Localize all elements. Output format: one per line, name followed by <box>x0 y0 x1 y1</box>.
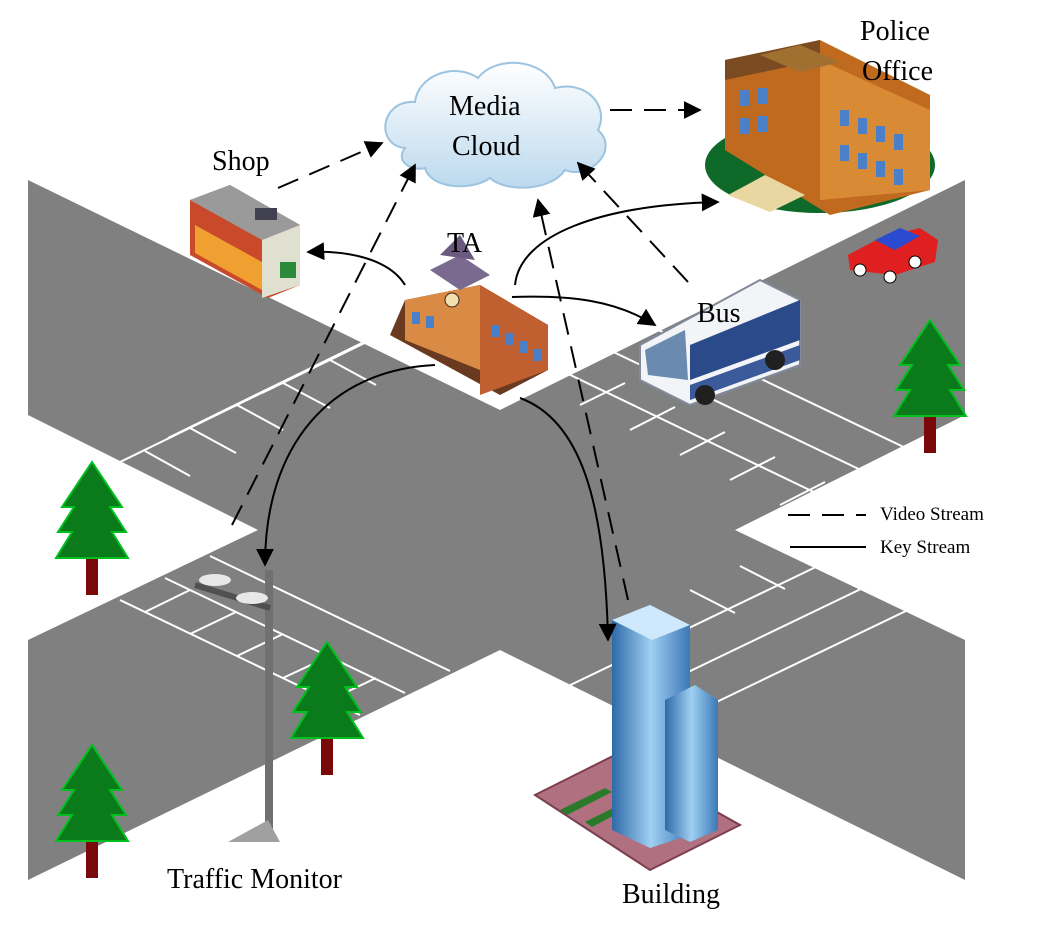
key-stream-ta-to-bus <box>511 295 657 326</box>
key-stream-arrows <box>256 193 720 642</box>
key-stream-ta-to-shop <box>306 242 406 286</box>
tree-icon <box>289 640 365 775</box>
legend: Video Stream Key Stream <box>788 504 984 558</box>
media-cloud-icon <box>384 61 607 189</box>
label-ta: TA <box>447 228 483 259</box>
police-office-icon <box>705 40 935 215</box>
tree-icon <box>54 460 130 595</box>
key-stream-ta-to-police <box>514 193 720 286</box>
label-media-cloud-1: Media <box>449 91 521 122</box>
label-bus: Bus <box>697 298 741 329</box>
legend-key-label: Key Stream <box>880 537 970 558</box>
road-intersection <box>28 180 965 880</box>
traffic-monitor-icon <box>194 570 280 842</box>
tree-icon <box>54 743 130 878</box>
video-stream-bus-to-cloud <box>576 161 689 283</box>
car-icon <box>848 228 938 284</box>
shop-icon <box>190 185 300 298</box>
label-shop: Shop <box>212 146 270 177</box>
key-stream-ta-to-building <box>519 397 617 642</box>
label-police-2: Office <box>862 56 933 87</box>
label-police-1: Police <box>860 16 930 47</box>
legend-video-label: Video Stream <box>880 504 984 525</box>
label-building: Building <box>622 879 720 910</box>
key-stream-ta-to-monitor <box>256 364 436 567</box>
ta-building-icon <box>390 235 548 395</box>
video-stream-shop-to-cloud <box>277 141 384 189</box>
bus-icon <box>639 278 801 407</box>
skyscraper-icon <box>532 605 743 872</box>
video-stream-building-to-cloud <box>532 198 629 601</box>
label-media-cloud-2: Cloud <box>452 131 520 162</box>
tree-icon <box>892 318 968 453</box>
label-traffic-monitor: Traffic Monitor <box>167 864 343 895</box>
video-stream-arrows <box>231 101 702 601</box>
